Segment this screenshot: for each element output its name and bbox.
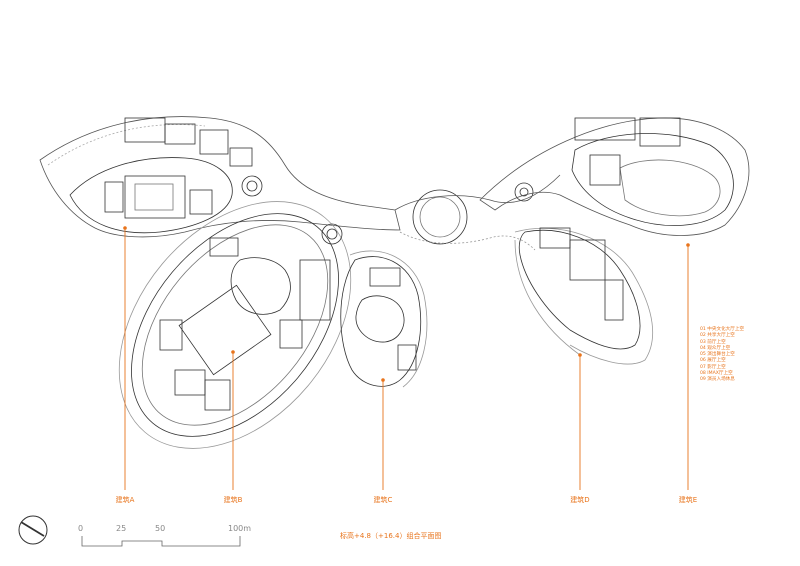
legend-item: 06 展厅上空 xyxy=(700,358,726,364)
legend-item: 01 中央文化大厅上空 xyxy=(700,327,745,332)
scale-tick-25: 25 xyxy=(116,524,127,533)
legend-item: 07 影厅上空 xyxy=(700,364,726,370)
building-a-label: 建筑A xyxy=(115,496,135,504)
building-c-label: 建筑C xyxy=(373,496,393,504)
building-b-label: 建筑B xyxy=(223,496,243,504)
scale-tick-100m: 100m xyxy=(228,524,252,533)
scale-tick-0: 0 xyxy=(78,524,84,533)
building-d-label: 建筑D xyxy=(570,496,590,504)
building-c-plan xyxy=(340,250,428,388)
building-e-plan xyxy=(479,117,750,236)
drawing-title: 标高+4.8（+16.4）组合平面图 xyxy=(340,532,442,540)
scale-bar xyxy=(81,536,241,547)
room-legend: 01 中央文化大厅上空 02 共享大厅上空 03 前厅上空 04 观众厅上空 0… xyxy=(700,327,744,384)
building-e-label: 建筑E xyxy=(678,496,698,504)
building-a-plan xyxy=(39,116,401,238)
legend-item: 03 前厅上空 xyxy=(700,339,726,345)
scale-tick-50: 50 xyxy=(155,524,166,533)
legend-item: 02 共享大厅上空 xyxy=(700,333,735,339)
north-arrow-icon xyxy=(18,515,48,545)
legend-item: 08 IMAX厅上空 xyxy=(700,371,733,377)
legend-item: 04 观众厅上空 xyxy=(700,345,731,351)
central-rotunda xyxy=(241,174,561,251)
legend-item: 09 演员入场休息 xyxy=(700,377,735,383)
building-b-plan xyxy=(118,201,352,449)
building-d-plan xyxy=(514,227,654,365)
legend-item: 05 演出舞台上空 xyxy=(700,352,735,358)
